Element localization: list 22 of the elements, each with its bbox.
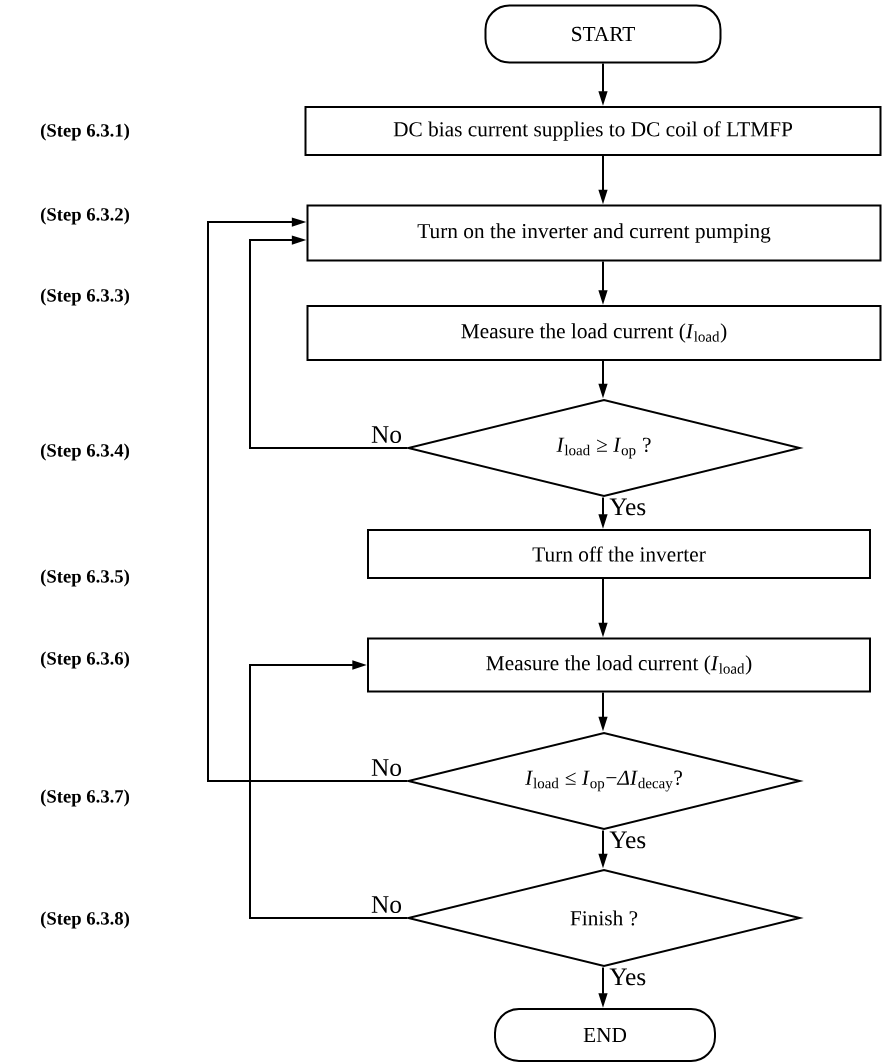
edge-label: No — [369, 424, 404, 445]
step-label: (Step 6.3.1) — [40, 123, 129, 141]
step-label: (Step 6.3.3) — [40, 288, 129, 306]
step-label: (Step 6.3.8) — [40, 911, 129, 929]
step-label: (Step 6.3.5) — [40, 569, 129, 587]
step-label: (Step 6.3.2) — [40, 207, 129, 225]
arrow — [207, 217, 408, 782]
process-box: Measure the load current (I$_{load}$) — [306, 305, 882, 361]
step-label: (Step 6.3.7) — [40, 789, 129, 807]
process-box: Turn off the inverter — [367, 529, 871, 579]
edge-label: No — [369, 757, 404, 778]
process-box: Turn on the inverter and current pumping — [306, 204, 882, 262]
edge-label: Yes — [608, 497, 648, 517]
arrow — [249, 660, 408, 919]
process-box: DC bias current supplies to DC coil of LTMFP — [304, 106, 882, 156]
arrow — [249, 235, 408, 449]
step-label: (Step 6.3.4) — [40, 443, 129, 461]
edge-label: Yes — [608, 830, 648, 850]
edge-label: Yes — [608, 967, 648, 987]
step-label: (Step 6.3.6) — [40, 651, 129, 669]
edge-label: No — [369, 894, 404, 915]
process-box: Measure the load current (I$_{load}$) — [367, 637, 871, 693]
